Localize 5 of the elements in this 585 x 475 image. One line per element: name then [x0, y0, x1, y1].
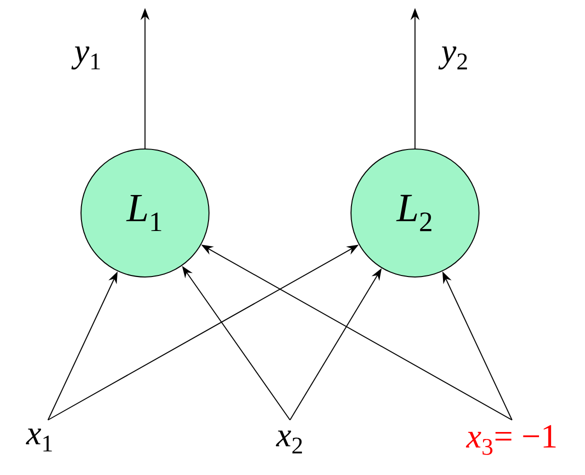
- input-label: x$_{2}$: [276, 430, 302, 454]
- output-label: y$_{2}$: [438, 46, 467, 70]
- input-label: x$_{3}$= −1: [466, 425, 556, 455]
- output-label: y$_{1}$: [71, 46, 100, 70]
- input-label: x$_{1}$: [26, 428, 52, 452]
